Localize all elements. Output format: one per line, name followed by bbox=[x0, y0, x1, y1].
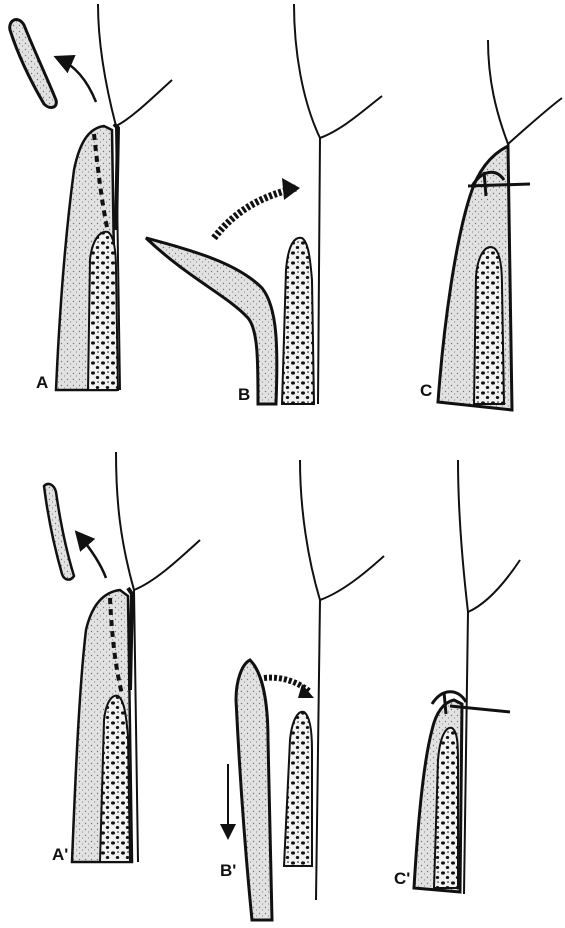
alveolar-bone bbox=[474, 247, 504, 404]
tooth-line bbox=[134, 590, 138, 862]
reflected-flap bbox=[146, 238, 277, 404]
mucosal-line bbox=[300, 460, 384, 600]
panel-b: B bbox=[146, 4, 382, 404]
alveolar-bone bbox=[282, 238, 314, 404]
alveolar-bone bbox=[284, 712, 312, 866]
panel-a: A bbox=[10, 4, 172, 392]
panel-label-a-prime: A' bbox=[52, 845, 68, 864]
panel-a-prime: A' bbox=[44, 452, 200, 864]
mucosal-line bbox=[98, 4, 172, 126]
flap-reflection-arrowhead bbox=[282, 178, 300, 200]
mucosal-line bbox=[488, 40, 562, 144]
mucosal-line bbox=[116, 452, 200, 590]
apically-positioned-flap bbox=[236, 660, 272, 920]
mucosal-line bbox=[294, 4, 382, 138]
panel-label-c: C bbox=[420, 381, 432, 400]
sulcus bbox=[114, 124, 118, 230]
alveolar-bone bbox=[100, 696, 130, 862]
alveolar-bone bbox=[88, 232, 118, 390]
panel-b-prime: B' bbox=[220, 460, 384, 920]
panel-label-c-prime: C' bbox=[394, 869, 410, 888]
excised-tissue bbox=[44, 484, 74, 580]
panel-label-b-prime: B' bbox=[220, 861, 236, 880]
removal-arrow bbox=[78, 534, 106, 578]
panel-c-prime: C' bbox=[394, 460, 520, 894]
tooth-line bbox=[464, 612, 468, 894]
panel-c: C bbox=[420, 40, 562, 410]
panel-label-a: A bbox=[36, 373, 48, 392]
removal-arrow bbox=[58, 58, 96, 102]
panel-label-b: B bbox=[238, 385, 250, 404]
mucosal-line bbox=[458, 460, 520, 612]
tooth-line bbox=[316, 600, 320, 900]
tooth-line bbox=[318, 138, 320, 404]
excised-tissue bbox=[10, 20, 57, 108]
